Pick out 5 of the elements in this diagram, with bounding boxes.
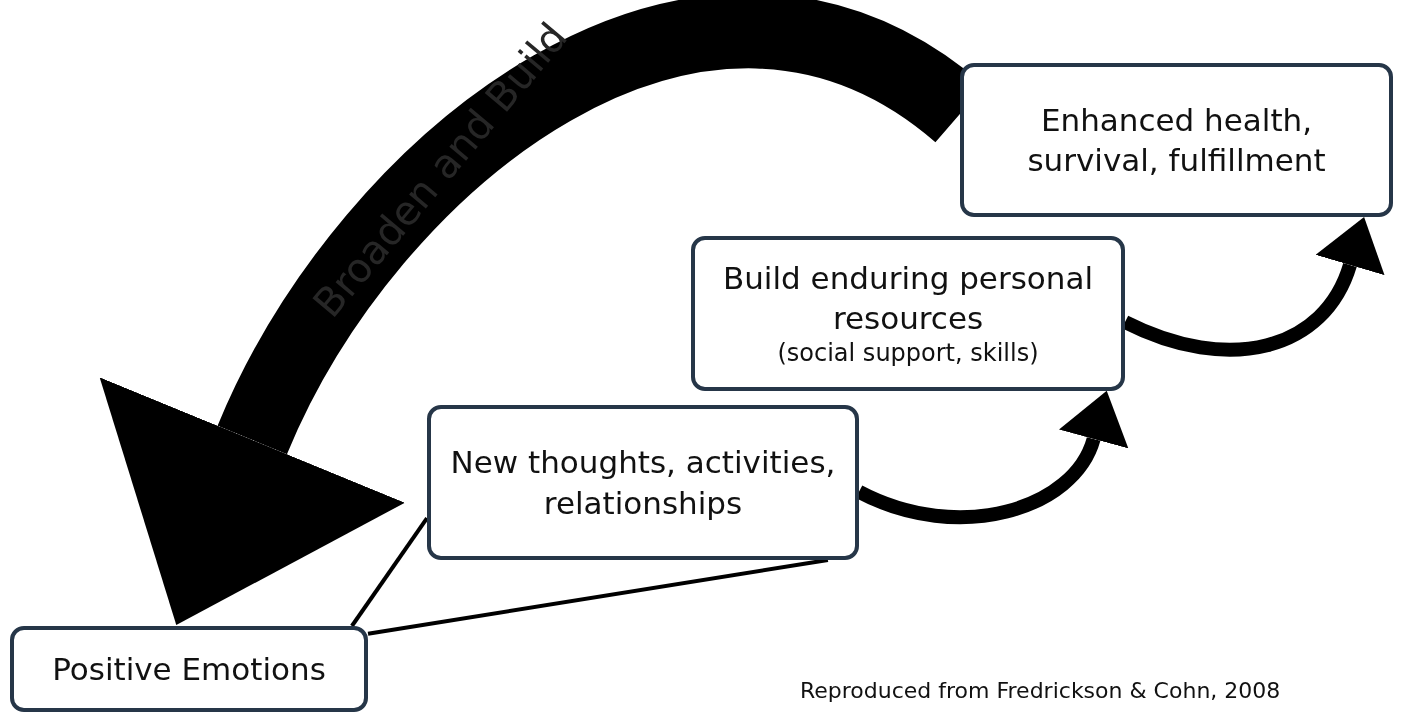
box-text: Positive Emotions — [52, 649, 326, 689]
rounded-box — [10, 626, 368, 712]
box-text: Enhanced health, survival, fulfillment — [1026, 100, 1327, 180]
rounded-box — [960, 63, 1393, 217]
source-note: Reproduced from Fredrickson & Cohn, 2008 — [800, 678, 1281, 703]
